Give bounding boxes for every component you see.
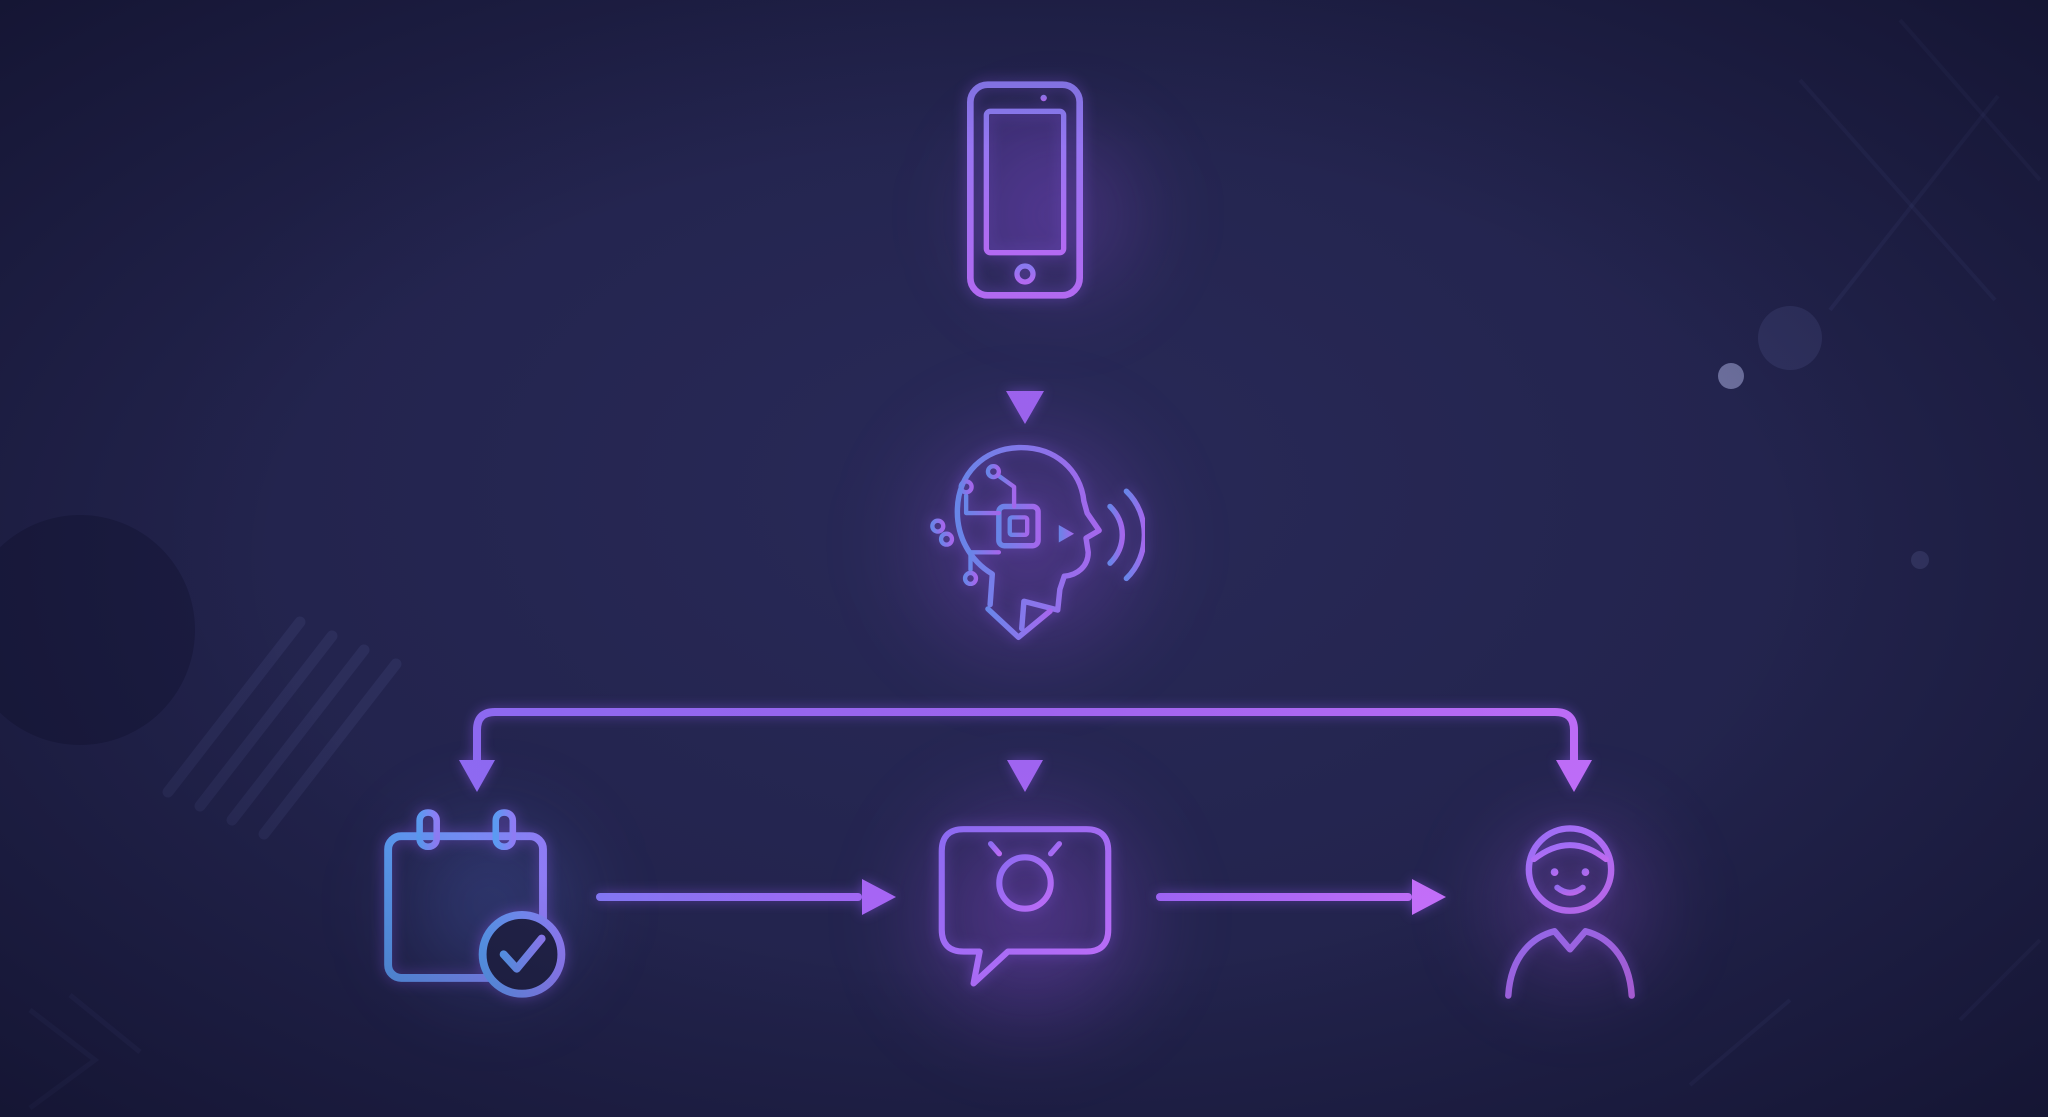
edge-calendar-to-chat bbox=[596, 879, 896, 915]
calendar-ring-left bbox=[416, 809, 440, 850]
arrowhead bbox=[1006, 391, 1044, 424]
lightbulb-chat-icon bbox=[938, 826, 1112, 987]
node-calendar bbox=[375, 802, 585, 999]
calendar-check-icon bbox=[384, 809, 566, 998]
edge-ai-split bbox=[459, 652, 1592, 792]
arrowhead bbox=[862, 879, 896, 915]
arrowhead-right bbox=[1556, 760, 1592, 792]
arrowhead bbox=[1412, 879, 1446, 915]
smartphone-icon bbox=[967, 81, 1083, 299]
phone-screen bbox=[983, 108, 1067, 256]
person-smile bbox=[1554, 884, 1586, 896]
bulb-globe bbox=[996, 854, 1054, 912]
ai-head-icon bbox=[930, 444, 1145, 641]
person-icon bbox=[1505, 825, 1635, 999]
arrowhead-left bbox=[459, 760, 495, 792]
person-eye-right bbox=[1581, 868, 1590, 876]
node-smartphone bbox=[958, 78, 1092, 302]
phone-home-button bbox=[1014, 263, 1036, 285]
phone-camera bbox=[1040, 94, 1047, 102]
ai-eye bbox=[1058, 525, 1075, 543]
person-head bbox=[1525, 825, 1615, 914]
node-ai-assistant bbox=[905, 428, 1145, 646]
arrowhead-center bbox=[1007, 760, 1043, 792]
node-idea-chat bbox=[927, 812, 1123, 1003]
node-person bbox=[1480, 800, 1660, 1006]
edge-smartphone-to-ai bbox=[1006, 318, 1044, 424]
ai-chip-core bbox=[1007, 515, 1030, 537]
ai-circuit-traces bbox=[930, 463, 1017, 587]
person-hairline bbox=[1531, 842, 1609, 863]
edge-chat-to-person bbox=[1156, 879, 1446, 915]
ai-soundwave-inner bbox=[1107, 503, 1125, 566]
check-circle bbox=[478, 911, 566, 998]
person-eye-left bbox=[1550, 868, 1559, 876]
ai-collar bbox=[985, 606, 1053, 641]
calendar-ring-right bbox=[492, 809, 517, 850]
ai-soundwave-outer bbox=[1123, 488, 1145, 582]
ai-chip bbox=[996, 503, 1041, 549]
